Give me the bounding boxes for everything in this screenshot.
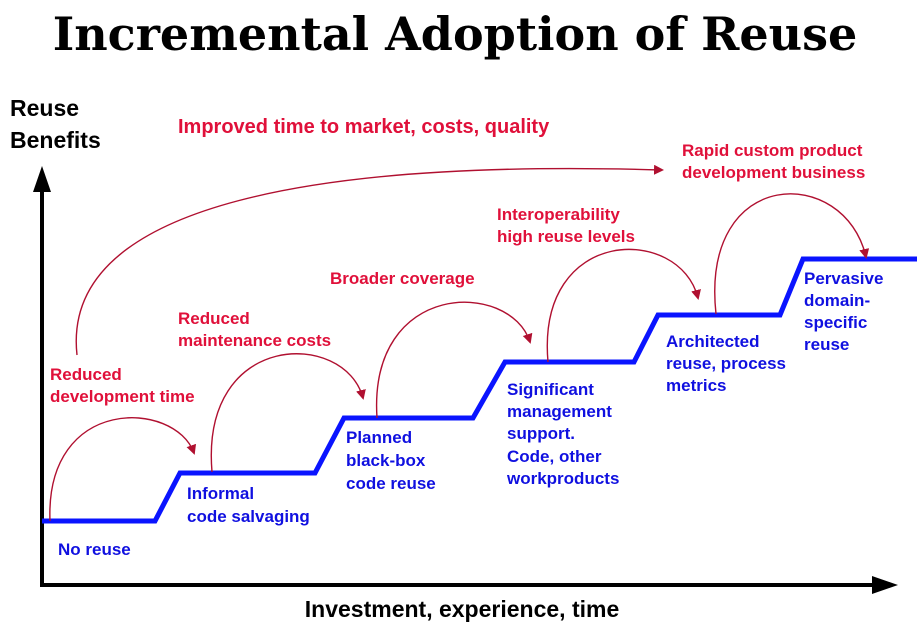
- stage-2: Informal code salvaging: [187, 484, 310, 526]
- stage-4-line4: Code, other: [507, 447, 602, 466]
- stage-5-line2: reuse, process: [666, 354, 786, 373]
- stage-4-line5: workproducts: [506, 469, 619, 488]
- benefit-1-line1: Reduced: [50, 365, 122, 384]
- benefit-4: Interoperability high reuse levels: [497, 205, 635, 246]
- benefit-5-line1: Rapid custom product: [682, 141, 863, 160]
- benefit-2: Reduced maintenance costs: [178, 309, 331, 350]
- stage-2-line1: Informal: [187, 484, 254, 503]
- benefit-4-line1: Interoperability: [497, 205, 620, 224]
- stage-3-line1: Planned: [346, 428, 412, 447]
- stage-3-line2: black-box: [346, 451, 426, 470]
- stage-6-line4: reuse: [804, 335, 849, 354]
- benefit-5-line2: development business: [682, 163, 865, 182]
- overall-benefit-arrow: [75, 164, 664, 356]
- stage-5: Architected reuse, process metrics: [666, 332, 786, 395]
- y-axis-label-line1: Reuse: [10, 95, 79, 121]
- stage-4-line2: management: [507, 402, 612, 421]
- stage-6-line2: domain-: [804, 291, 870, 310]
- x-axis-label: Investment, experience, time: [305, 596, 619, 622]
- step-arrow-3: [376, 301, 533, 419]
- benefit-5: Rapid custom product development busines…: [682, 141, 865, 182]
- stage-5-line1: Architected: [666, 332, 760, 351]
- step-arrow-1: [49, 417, 196, 522]
- benefit-3: Broader coverage: [330, 269, 475, 288]
- benefit-1-line2: development time: [50, 387, 195, 406]
- benefit-1: Reduced development time: [50, 365, 195, 406]
- stage-4-line3: support.: [507, 424, 575, 443]
- stage-5-line3: metrics: [666, 376, 726, 395]
- diagram-title: Incremental Adoption of Reuse: [53, 7, 858, 61]
- stage-6: Pervasive domain- specific reuse: [804, 269, 883, 354]
- benefit-2-line2: maintenance costs: [178, 331, 331, 350]
- stage-6-line1: Pervasive: [804, 269, 883, 288]
- benefit-2-line1: Reduced: [178, 309, 250, 328]
- stage-4-line1: Significant: [507, 380, 594, 399]
- stage-3-line3: code reuse: [346, 474, 436, 493]
- benefit-4-line2: high reuse levels: [497, 227, 635, 246]
- benefit-3-line1: Broader coverage: [330, 269, 475, 288]
- step-arrow-5: [714, 193, 870, 315]
- step-arrow-2: [210, 353, 366, 473]
- stage-1-line1: No reuse: [58, 540, 131, 559]
- adoption-staircase: [42, 256, 917, 524]
- stage-3: Planned black-box code reuse: [346, 428, 436, 493]
- x-axis-arrowhead: [872, 576, 898, 594]
- step-arrow-4: [546, 248, 701, 363]
- y-axis-arrowhead: [33, 166, 51, 192]
- overall-benefit-label: Improved time to market, costs, quality: [178, 116, 550, 138]
- stage-6-line3: specific: [804, 313, 867, 332]
- stage-2-line2: code salvaging: [187, 507, 310, 526]
- stage-4: Significant management support. Code, ot…: [506, 380, 619, 488]
- stage-1: No reuse: [58, 540, 131, 559]
- y-axis-label-line2: Benefits: [10, 127, 101, 153]
